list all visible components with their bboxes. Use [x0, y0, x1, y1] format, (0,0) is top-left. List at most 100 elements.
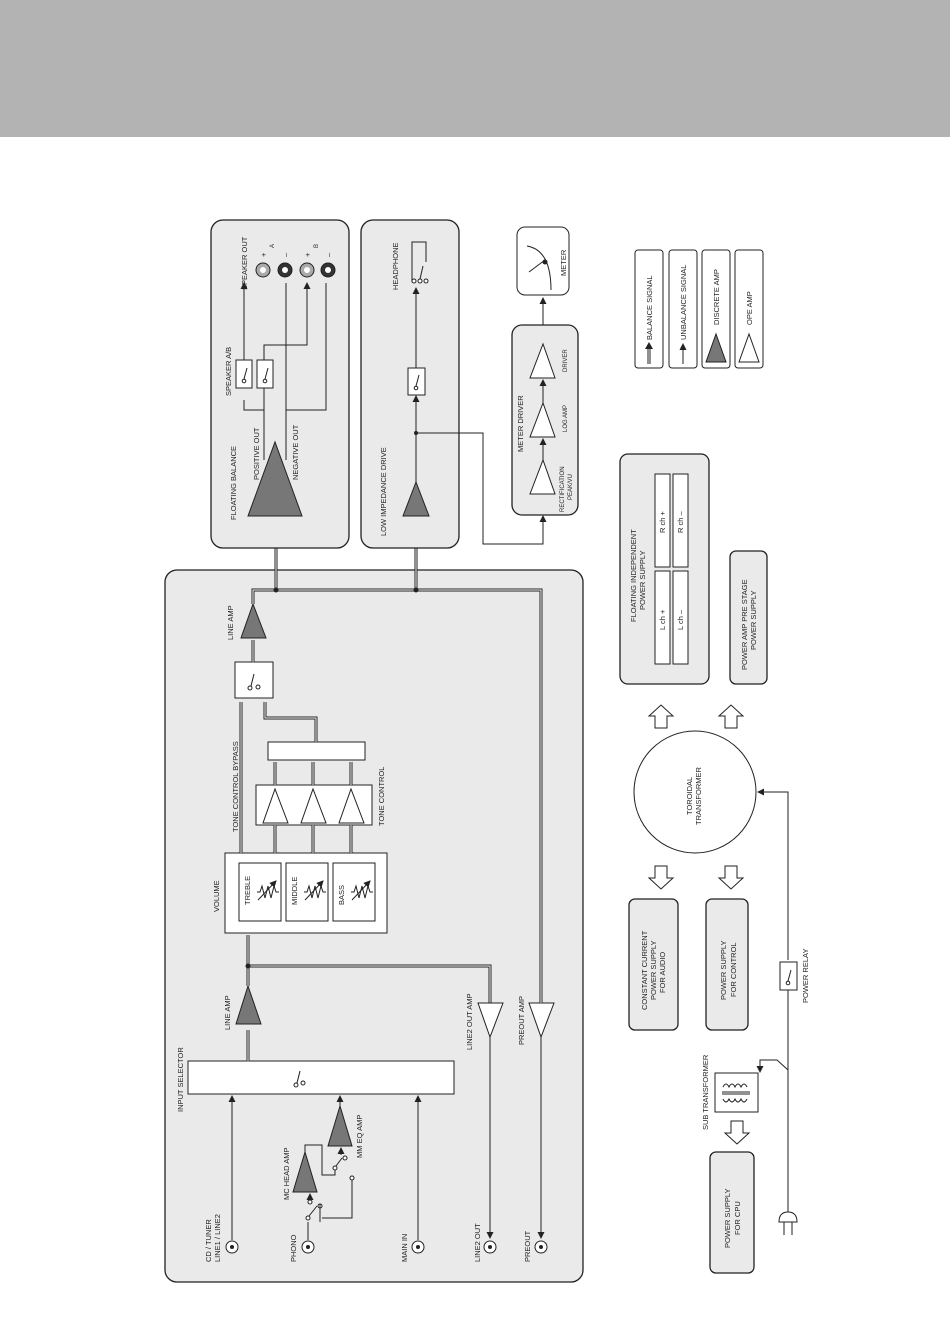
label-mm-eq-amp: MM EQ AMP: [355, 1115, 364, 1158]
label-pre-stage-power-supply: POWER SUPPLY: [749, 591, 758, 650]
label-line-amp-input: LINE AMP: [223, 995, 232, 1030]
tone-amp-3-triangle: [338, 787, 365, 824]
headphone-switch-box: [407, 367, 426, 396]
label-low-impedance-drive: LOW IMPEDANCE DRIVE: [379, 447, 388, 536]
hollow-arrow-down-left: [647, 865, 675, 890]
label-cpu-line2: FOR CPU: [733, 1201, 742, 1235]
tone-bypass-switch-box: [234, 661, 274, 699]
label-cd-tuner: CD / TUNER: [204, 1219, 213, 1262]
label-preout: PREOUT: [523, 1230, 532, 1262]
mm-eq-amp-triangle: [327, 1104, 353, 1147]
label-power-relay: POWER RELAY: [801, 949, 810, 1003]
legend: BALANCE SIGNAL UNBALANCE SIGNAL DISCRETE…: [634, 249, 764, 369]
treble-potentiometer-icon: [257, 880, 279, 901]
line-amp-output-triangle: [240, 602, 267, 639]
label-negative-out: NEGATIVE OUT: [291, 424, 300, 480]
rch-minus-box: [672, 473, 689, 568]
label-b-minus: –: [324, 252, 333, 257]
label-speaker-out: SPEAKER OUT: [240, 236, 249, 290]
label-phono: PHONO: [289, 1234, 298, 1262]
rch-plus-box: [654, 473, 671, 568]
lch-plus-box: [654, 570, 671, 665]
input-terminal-phono: [301, 1240, 315, 1254]
label-transformer: TRANSFORMER: [694, 767, 703, 826]
label-headphone: HEADPHONE: [391, 242, 400, 290]
input-terminal-cd-tuner: [225, 1240, 239, 1254]
tone-amp-2-triangle: [300, 787, 327, 824]
low-impedance-amp-triangle: [402, 480, 430, 517]
mc-head-amp-triangle: [292, 1150, 318, 1193]
output-terminal-preout: [534, 1240, 548, 1254]
line-amp-input-triangle: [235, 984, 262, 1025]
rectification-amp-triangle: [529, 458, 556, 495]
label-bass: BASS: [337, 885, 346, 905]
label-power-amp-pre-stage: POWER AMP PRE STAGE: [740, 579, 749, 670]
hollow-arrow-down-right: [717, 865, 745, 890]
wire-relay-to-toroidal: [757, 788, 789, 960]
label-log-amp: LOG AMP: [563, 405, 569, 432]
wire-to-meter-driver: [416, 432, 547, 545]
legend-balance-label: BALANCE SIGNAL: [645, 275, 654, 340]
label-input-selector: INPUT SELECTOR: [176, 1047, 185, 1112]
label-fi-power-supply: POWER SUPPLY: [638, 551, 647, 610]
mc-mm-select-switch: [332, 1155, 355, 1181]
power-relay-switch: [785, 969, 792, 986]
line2-out-amp-triangle: [477, 1002, 504, 1039]
wire-mm-bypass: [322, 1180, 353, 1219]
power-amp-pre-stage-supply: [729, 550, 768, 685]
input-terminal-main-in: [411, 1240, 425, 1254]
label-line1-line2: LINE1 / LINE2: [213, 1214, 222, 1262]
tone-mix-box: [267, 741, 366, 761]
driver-amp-triangle: [529, 342, 556, 379]
label-psc-line2: FOR CONTROL: [729, 942, 738, 997]
tone-amp-1-triangle: [262, 787, 289, 824]
legend-unbalance-label: UNBALANCE SIGNAL: [679, 265, 688, 340]
constant-current-power-supply: [628, 898, 679, 1031]
lch-minus-box: [672, 570, 689, 665]
legend-discrete-amp: [701, 249, 731, 369]
power-plug-icon: [778, 1211, 798, 1235]
tone-bypass-switch: [247, 673, 261, 691]
label-mc-head-amp: MC HEAD AMP: [282, 1147, 291, 1200]
legend-unbalance-signal: [668, 249, 698, 369]
label-cpu-line1: POWER SUPPLY: [723, 1189, 732, 1248]
legend-discrete-label: DISCRETE AMP: [712, 269, 721, 325]
label-meter-driver: METER DRIVER: [516, 395, 525, 452]
output-terminal-line2-out: [483, 1240, 497, 1254]
label-rch-minus: R ch –: [676, 510, 685, 533]
speaker-a-switch: [241, 367, 248, 384]
label-psc-line1: POWER SUPPLY: [719, 941, 728, 1000]
sub-transformer-coil-icon: [722, 1083, 750, 1103]
label-rch-plus: R ch +: [658, 510, 667, 533]
power-relay-box: [779, 961, 798, 991]
power-supply-for-control: [705, 898, 749, 1031]
label-speaker-ab: SPEAKER A/B: [224, 347, 233, 396]
headphone-switch: [413, 374, 420, 391]
floating-balance-amp-triangle: [247, 440, 303, 517]
label-line-amp-output: LINE AMP: [226, 605, 235, 640]
bass-potentiometer-icon: [351, 880, 373, 901]
input-selector-switch: [293, 1070, 306, 1088]
speaker-b-switch: [262, 367, 269, 384]
label-lch-minus: L ch –: [676, 609, 685, 630]
headphone-jack-icon: [411, 241, 429, 284]
input-selector-box: [187, 1060, 455, 1095]
label-volume: VOLUME: [212, 880, 221, 912]
header-band: [0, 0, 950, 137]
label-b: B: [314, 244, 320, 248]
label-a-plus: +: [259, 252, 268, 257]
log-amp-triangle: [529, 401, 556, 438]
label-line2-out: LINE2 OUT: [473, 1223, 482, 1262]
legend-ope-label: OPE AMP: [745, 291, 754, 325]
label-tone-control-bypass: TONE CONTROL BYPASS: [231, 741, 240, 832]
label-a: A: [270, 244, 276, 248]
label-cc-line2: POWER SUPPLY: [649, 941, 658, 1000]
tone-wires: [273, 762, 353, 853]
speaker-terminals: [255, 262, 336, 278]
balance-signal-arrow-icon: [645, 342, 653, 364]
label-meter: METER: [559, 249, 568, 276]
toroidal-transformer: [633, 730, 757, 854]
speaker-b-switch-box: [256, 359, 274, 389]
wire-mc-to-switch: [304, 1144, 336, 1176]
